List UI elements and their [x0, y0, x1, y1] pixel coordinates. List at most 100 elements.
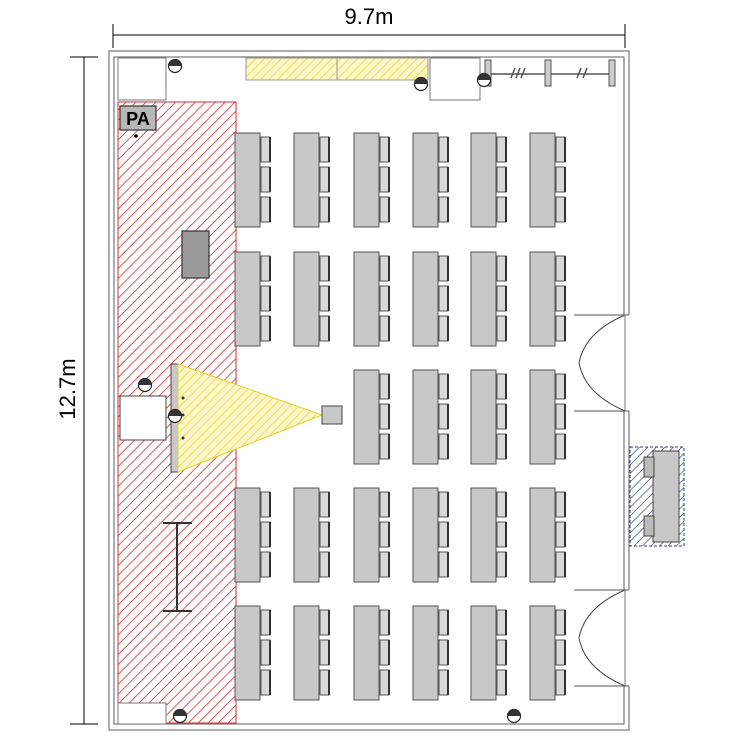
chair[interactable]: [379, 373, 390, 400]
chair[interactable]: [379, 551, 390, 578]
chair[interactable]: [319, 255, 330, 282]
chair[interactable]: [496, 491, 507, 518]
chair[interactable]: [438, 639, 449, 666]
chair[interactable]: [319, 285, 330, 312]
chair[interactable]: [555, 491, 566, 518]
table[interactable]: [234, 487, 261, 583]
chair[interactable]: [438, 403, 449, 430]
chair[interactable]: [379, 639, 390, 666]
chair[interactable]: [319, 521, 330, 548]
table[interactable]: [353, 605, 380, 701]
chair[interactable]: [319, 136, 330, 163]
chair[interactable]: [319, 196, 330, 223]
table[interactable]: [293, 251, 320, 347]
chair[interactable]: [438, 433, 449, 460]
chair[interactable]: [438, 255, 449, 282]
chair[interactable]: [438, 521, 449, 548]
chair[interactable]: [260, 521, 271, 548]
entrance-door-lower[interactable]: [578, 589, 626, 687]
chair[interactable]: [438, 551, 449, 578]
chair[interactable]: [260, 669, 271, 696]
chair[interactable]: [496, 403, 507, 430]
chair[interactable]: [438, 136, 449, 163]
table[interactable]: [529, 132, 556, 228]
table[interactable]: [353, 487, 380, 583]
chair[interactable]: [319, 669, 330, 696]
chair[interactable]: [496, 609, 507, 636]
table[interactable]: [470, 487, 497, 583]
chair[interactable]: [496, 166, 507, 193]
chair[interactable]: [379, 609, 390, 636]
chair[interactable]: [555, 521, 566, 548]
chair[interactable]: [555, 373, 566, 400]
chair[interactable]: [555, 166, 566, 193]
table[interactable]: [529, 605, 556, 701]
chair[interactable]: [496, 136, 507, 163]
chair[interactable]: [438, 609, 449, 636]
table[interactable]: [412, 487, 439, 583]
table[interactable]: [412, 369, 439, 465]
chair[interactable]: [319, 609, 330, 636]
table[interactable]: [234, 132, 261, 228]
chair[interactable]: [496, 669, 507, 696]
chair[interactable]: [379, 196, 390, 223]
chair[interactable]: [379, 403, 390, 430]
chair[interactable]: [319, 491, 330, 518]
chair[interactable]: [260, 491, 271, 518]
chair[interactable]: [496, 255, 507, 282]
chair[interactable]: [260, 166, 271, 193]
chair[interactable]: [496, 285, 507, 312]
chair[interactable]: [438, 196, 449, 223]
chair[interactable]: [555, 255, 566, 282]
chair[interactable]: [319, 315, 330, 342]
chair[interactable]: [379, 166, 390, 193]
chair[interactable]: [555, 669, 566, 696]
chair[interactable]: [260, 639, 271, 666]
chair[interactable]: [260, 285, 271, 312]
chair[interactable]: [260, 609, 271, 636]
table[interactable]: [412, 251, 439, 347]
chair[interactable]: [379, 433, 390, 460]
chair[interactable]: [379, 521, 390, 548]
table[interactable]: [353, 251, 380, 347]
chair[interactable]: [319, 639, 330, 666]
chair[interactable]: [379, 136, 390, 163]
chair[interactable]: [438, 373, 449, 400]
chair[interactable]: [438, 669, 449, 696]
chair[interactable]: [555, 285, 566, 312]
chair[interactable]: [555, 551, 566, 578]
chair[interactable]: [496, 315, 507, 342]
chair[interactable]: [496, 551, 507, 578]
table[interactable]: [470, 369, 497, 465]
chair[interactable]: [260, 136, 271, 163]
chair[interactable]: [260, 315, 271, 342]
chair[interactable]: [555, 433, 566, 460]
table[interactable]: [412, 132, 439, 228]
chair[interactable]: [496, 521, 507, 548]
chair[interactable]: [496, 433, 507, 460]
table[interactable]: [412, 605, 439, 701]
table[interactable]: [234, 251, 261, 347]
chair[interactable]: [496, 639, 507, 666]
table[interactable]: [529, 487, 556, 583]
entrance-door-upper[interactable]: [578, 314, 626, 412]
table[interactable]: [293, 487, 320, 583]
table[interactable]: [293, 132, 320, 228]
table[interactable]: [353, 132, 380, 228]
chair[interactable]: [496, 373, 507, 400]
chair[interactable]: [555, 639, 566, 666]
table[interactable]: [353, 369, 380, 465]
table[interactable]: [470, 251, 497, 347]
chair[interactable]: [379, 491, 390, 518]
chair[interactable]: [438, 285, 449, 312]
chair[interactable]: [555, 609, 566, 636]
chair[interactable]: [260, 255, 271, 282]
chair[interactable]: [555, 315, 566, 342]
table[interactable]: [529, 251, 556, 347]
chair[interactable]: [379, 669, 390, 696]
table[interactable]: [293, 605, 320, 701]
chair[interactable]: [260, 551, 271, 578]
chair[interactable]: [555, 403, 566, 430]
chair[interactable]: [555, 196, 566, 223]
chair[interactable]: [438, 166, 449, 193]
